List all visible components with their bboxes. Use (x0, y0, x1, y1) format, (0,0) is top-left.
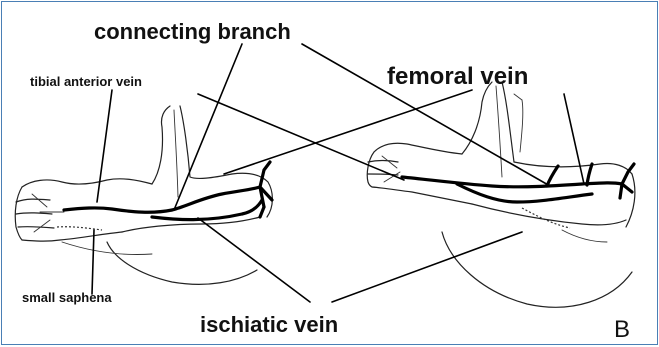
label-ischiatic-vein: ischiatic vein (200, 312, 338, 337)
left-limb-sketch (15, 106, 272, 284)
diagram-canvas: connecting branch femoral vein tibial an… (2, 2, 657, 344)
label-femoral-vein: femoral vein (387, 63, 528, 90)
leader-tibial-left (97, 90, 112, 202)
leader-small-saphena (92, 230, 94, 294)
leader-femoral-right (564, 94, 584, 184)
left-vein-network (64, 162, 272, 220)
panel-letter: B (614, 316, 630, 343)
leader-ischiatic-left (198, 218, 310, 302)
label-connecting-branch: connecting branch (94, 19, 291, 44)
label-tibial-anterior-vein: tibial anterior vein (30, 74, 142, 89)
label-small-saphena: small saphena (22, 290, 112, 305)
leader-tibial-right (198, 94, 404, 180)
right-vein-network (402, 164, 634, 228)
leader-ischiatic-right (332, 232, 522, 302)
leader-femoral-left (224, 90, 472, 174)
